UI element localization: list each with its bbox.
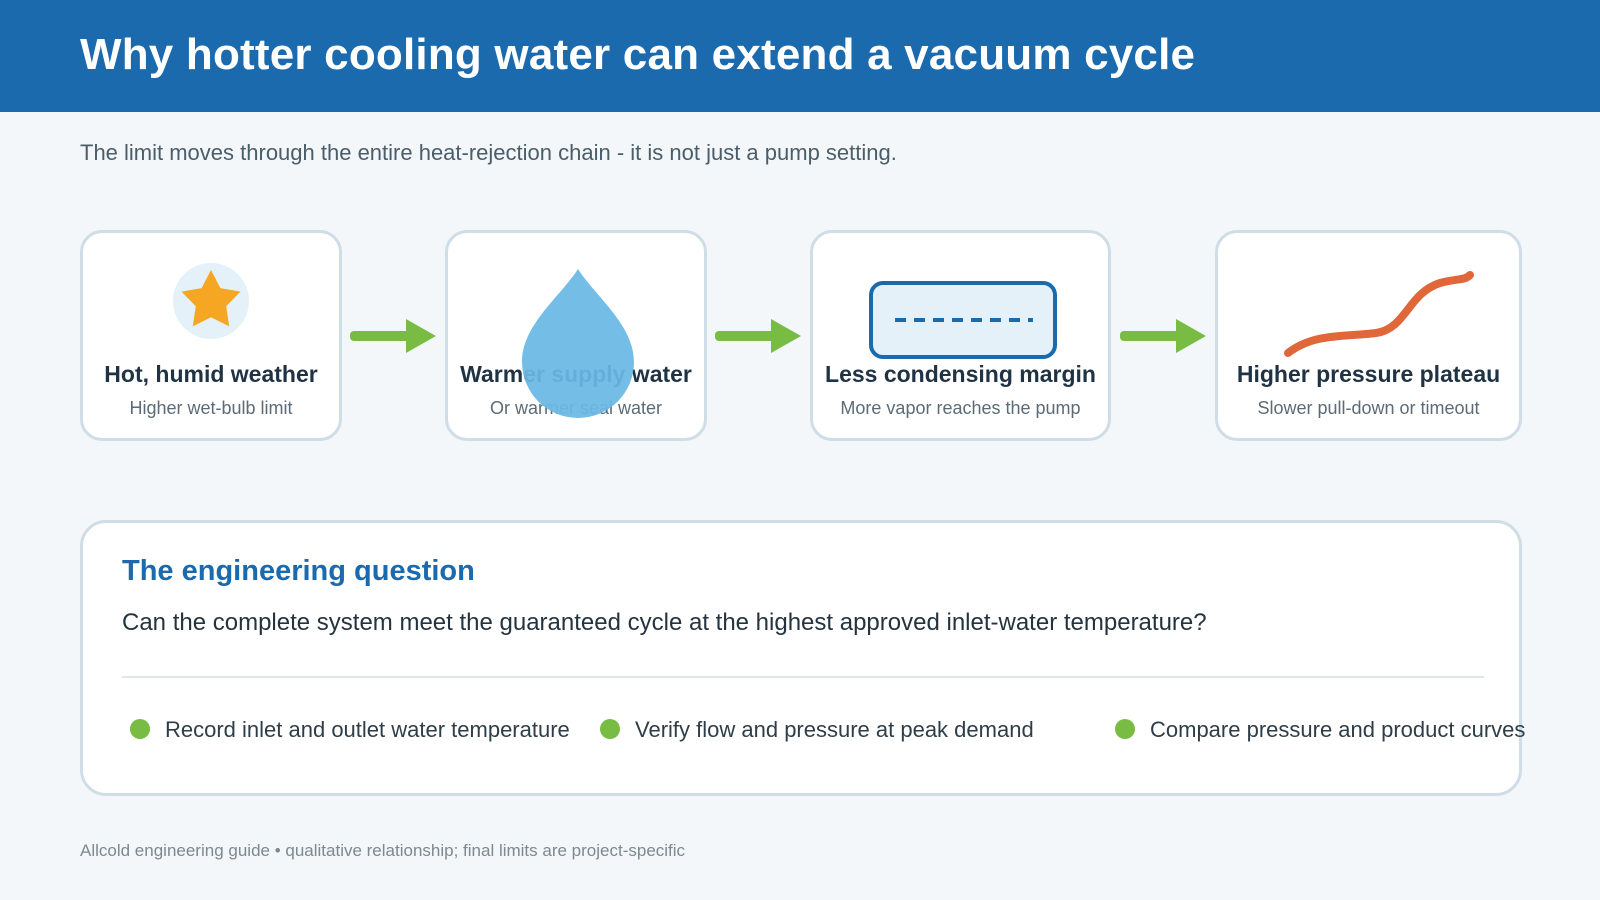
flow-arrow-icon (715, 319, 801, 353)
flow-card-hot-weather: Hot, humid weather Higher wet-bulb limit (80, 230, 342, 441)
water-drop-icon (522, 269, 634, 418)
engineering-question-panel: The engineering question Can the complet… (80, 520, 1525, 796)
flow-card-subtitle: Higher wet-bulb limit (129, 398, 293, 418)
bullet-dot-icon (600, 719, 620, 739)
footer-note: Allcold engineering guide • qualitative … (80, 841, 686, 860)
check-item: Verify flow and pressure at peak demand (600, 717, 1034, 743)
flow-card-subtitle: More vapor reaches the pump (840, 398, 1081, 418)
header-bar: Why hotter cooling water can extend a va… (0, 0, 1600, 112)
check-item: Compare pressure and product curves (1115, 717, 1525, 743)
flow-arrow-icon (350, 319, 436, 353)
condenser-icon (869, 281, 1057, 359)
check-item-label: Compare pressure and product curves (1150, 717, 1526, 742)
sun-star-icon (173, 263, 249, 339)
flow-arrow-icon (1120, 319, 1206, 353)
flow-card-title: Hot, humid weather (104, 361, 318, 387)
question-heading: The engineering question (122, 555, 475, 587)
flow-card-title: Less condensing margin (825, 361, 1096, 387)
page-subtitle: The limit moves through the entire heat-… (80, 140, 897, 165)
question-text: Can the complete system meet the guarant… (122, 609, 1207, 636)
pressure-curve-icon (1284, 271, 1474, 357)
bullet-dot-icon (1115, 719, 1135, 739)
flow-card-condensing-margin: Less condensing margin More vapor reache… (810, 230, 1111, 441)
bullet-dot-icon (130, 719, 150, 739)
divider (122, 676, 1484, 678)
check-item-label: Verify flow and pressure at peak demand (635, 717, 1034, 742)
check-item-label: Record inlet and outlet water temperatur… (165, 717, 570, 742)
flow-card-title: Higher pressure plateau (1236, 361, 1501, 387)
flow-card-pressure-plateau: Higher pressure plateau Slower pull-down… (1215, 230, 1522, 441)
page-title: Why hotter cooling water can extend a va… (80, 30, 1196, 79)
flow-card-supply-water: Warmer supply water Or warmer seal water (445, 230, 707, 441)
flow-card-subtitle: Slower pull-down or timeout (1257, 398, 1480, 418)
check-item: Record inlet and outlet water temperatur… (130, 717, 570, 743)
